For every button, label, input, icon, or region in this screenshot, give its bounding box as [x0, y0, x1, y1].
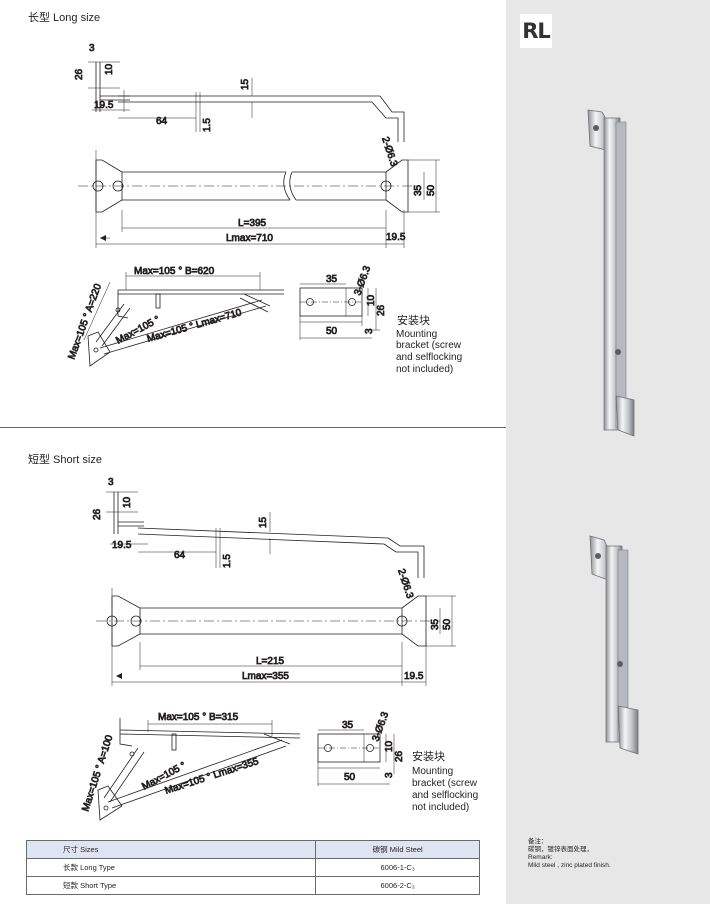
- short-mounting-en1: Mounting: [412, 766, 454, 777]
- short-mounting-bracket: [317, 729, 395, 786]
- short-dim-50: 50: [442, 618, 453, 630]
- short-dim-19-5: 19.5: [112, 540, 132, 551]
- long-bracket-10: 10: [366, 294, 377, 306]
- spec-table: 尺寸 Sizes 碳钢 Mild Steel 长款 Long Type 6006…: [25, 840, 480, 895]
- spec-table-header: 尺寸 Sizes 碳钢 Mild Steel: [25, 840, 480, 859]
- long-plan-view: [78, 150, 440, 248]
- long-dim-Lmax: Lmax=710: [226, 233, 273, 244]
- short-bracket-hole: 3-Ø6.3: [370, 710, 391, 743]
- short-dim-Lmax: Lmax=355: [242, 671, 289, 682]
- long-dim-19-5b: 19.5: [386, 232, 406, 243]
- spec-header-material: 碳钢 Mild Steel: [315, 840, 480, 859]
- long-dim-35: 35: [413, 184, 424, 196]
- spec-row-long-label: 长款 Long Type: [25, 858, 317, 877]
- remark-zh-title: 备注：: [528, 838, 548, 845]
- long-mounting-en2: bracket (screw: [396, 340, 462, 351]
- long-bracket-26: 26: [376, 304, 387, 316]
- long-side-view: [88, 61, 405, 142]
- long-dim-3: 3: [89, 43, 95, 54]
- table-row: 短款 Short Type 6006-2-C₃: [25, 876, 480, 895]
- spec-row-short-code: 6006-2-C₃: [315, 876, 480, 895]
- short-dim-26: 26: [92, 508, 103, 520]
- long-mounting-zh: 安装块: [397, 315, 430, 327]
- spec-row-long-code: 6006-1-C₃: [315, 858, 480, 877]
- remark-en-text: Mild steel , zinc plated finish.: [528, 862, 611, 869]
- long-open-maxA: Max=105 ° A=220: [66, 282, 104, 361]
- short-plan-view: [96, 588, 456, 686]
- short-bracket-3: 3: [384, 772, 395, 778]
- long-open-maxB: Max=105 ° B=620: [134, 266, 215, 277]
- short-mounting-zh: 安装块: [412, 751, 445, 763]
- long-dim-15: 15: [240, 78, 251, 90]
- short-size-title: 短型 Short size: [28, 454, 102, 466]
- short-dim-3: 3: [108, 477, 114, 488]
- long-dim-19-5: 19.5: [94, 100, 114, 111]
- short-bracket-10: 10: [384, 740, 395, 752]
- long-open-view: [83, 272, 284, 367]
- short-drawing: 3 26 10 19.5 64 15 1.5 2-Ø6.3 35 50 L=21…: [80, 477, 456, 821]
- long-dim-1-5: 1.5: [202, 118, 213, 132]
- long-dim-10: 10: [104, 63, 115, 75]
- remark-block: 备注： 碳钢，镀锌表面处理， Remark: Mild steel , zinc…: [528, 838, 611, 870]
- short-open-maxB: Max=105 ° B=315: [158, 712, 239, 723]
- remark-zh-text: 碳钢，镀锌表面处理，: [528, 846, 593, 853]
- long-open-maxL: Max=105 ° Lmax=710: [146, 307, 244, 345]
- table-row: 长款 Long Type 6006-1-C₃: [25, 858, 480, 877]
- long-mounting-en1: Mounting: [396, 329, 438, 340]
- short-stay-photo: [589, 535, 639, 755]
- long-mounting-en4: not included): [396, 364, 454, 375]
- long-drawing: 3 26 10 19.5 64 15 1.5 2-Ø6.3 35 50 L=39…: [66, 43, 440, 367]
- product-photos: [587, 109, 639, 755]
- short-open-view: [97, 718, 301, 821]
- long-bracket-35: 35: [326, 274, 338, 285]
- short-mounting-en3: and selflocking: [412, 790, 479, 801]
- short-dim-19-5b: 19.5: [404, 671, 424, 682]
- long-dim-64: 64: [156, 116, 168, 127]
- short-dim-hole: 2-Ø6.3: [395, 568, 415, 601]
- short-dim-64: 64: [174, 550, 186, 561]
- section-divider: [0, 427, 506, 428]
- long-dim-L: L=395: [238, 218, 267, 229]
- long-dim-hole: 2-Ø6.3: [379, 136, 399, 169]
- short-bracket-50: 50: [344, 772, 356, 783]
- long-bracket-3: 3: [364, 328, 375, 334]
- short-dim-35: 35: [430, 618, 441, 630]
- short-bracket-26: 26: [394, 750, 405, 762]
- long-dim-50: 50: [426, 184, 437, 196]
- short-mounting-en2: bracket (screw: [412, 778, 478, 789]
- short-dim-15: 15: [258, 516, 269, 528]
- short-side-view: [106, 491, 425, 578]
- short-dim-1-5: 1.5: [222, 554, 233, 568]
- short-dim-L: L=215: [256, 656, 285, 667]
- long-size-title: 长型 Long size: [28, 12, 101, 24]
- spec-row-short-label: 短款 Short Type: [25, 876, 317, 895]
- long-dim-26: 26: [74, 68, 85, 80]
- spec-header-sizes: 尺寸 Sizes: [25, 840, 317, 859]
- long-stay-photo: [587, 109, 635, 437]
- short-bracket-35: 35: [342, 720, 354, 731]
- series-badge: RL: [520, 14, 552, 48]
- remark-en-title: Remark:: [528, 854, 553, 861]
- long-mounting-en3: and selflocking: [396, 352, 463, 363]
- long-mounting-bracket: [299, 283, 380, 340]
- product-photo-sidebar: [506, 0, 710, 904]
- long-bracket-hole: 3-Ø6.3: [352, 264, 373, 297]
- short-mounting-en4: not included): [412, 802, 470, 813]
- long-bracket-50: 50: [326, 326, 338, 337]
- short-dim-10: 10: [122, 496, 133, 508]
